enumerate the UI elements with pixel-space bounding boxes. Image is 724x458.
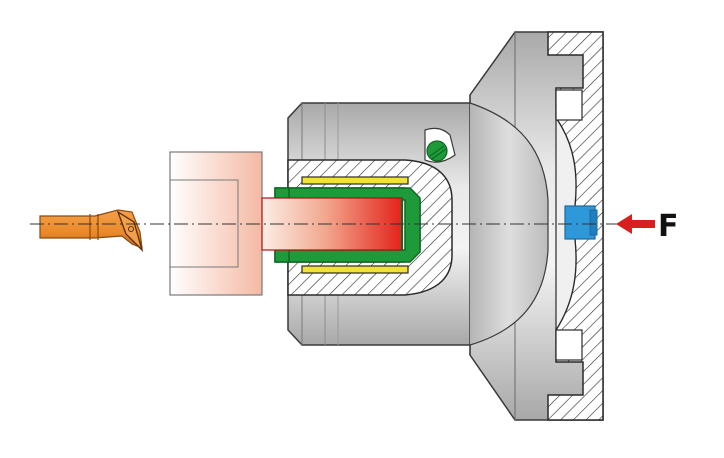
screw-icon <box>424 127 456 163</box>
boring-tool <box>39 209 144 253</box>
pin <box>564 205 598 240</box>
force-label: F <box>658 209 679 244</box>
arrow-left-icon <box>616 214 655 234</box>
guide-strips <box>301 176 409 274</box>
